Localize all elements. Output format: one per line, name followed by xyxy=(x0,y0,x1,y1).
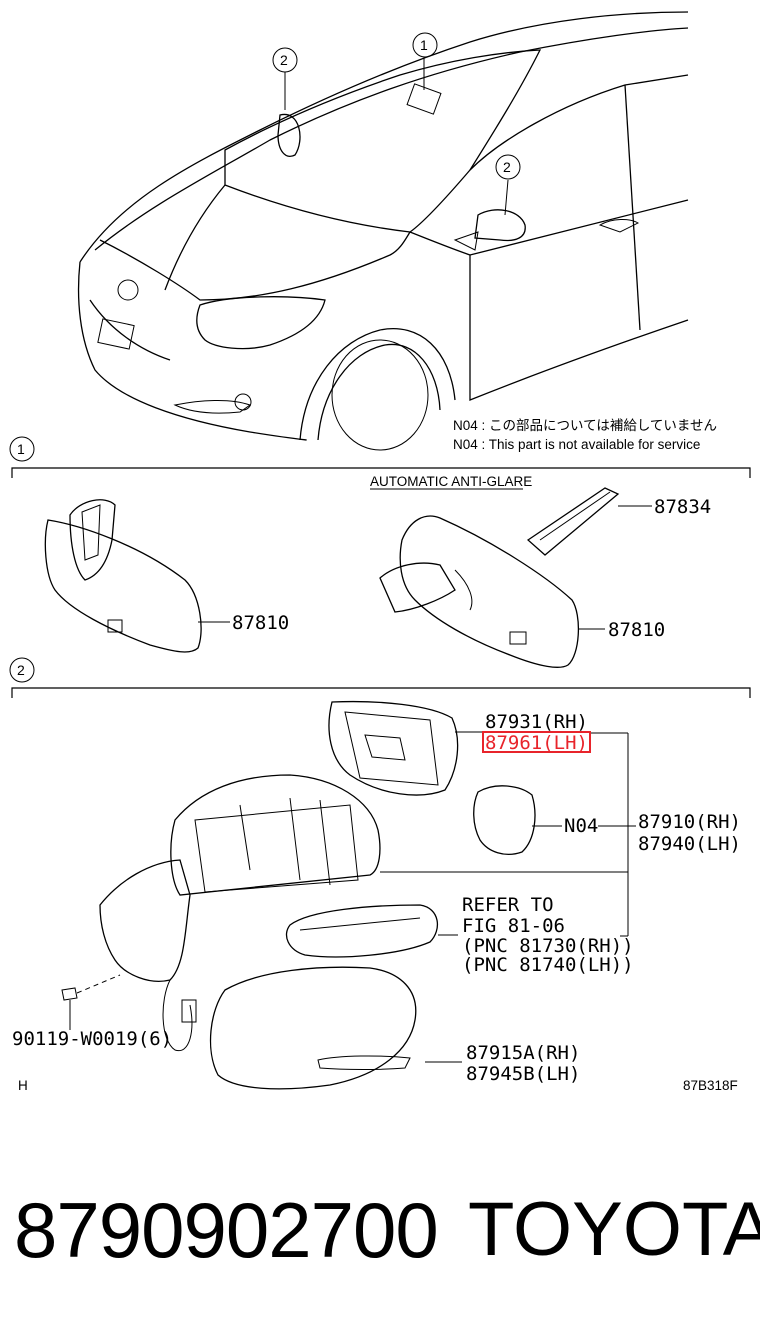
note-english: N04 : This part is not available for ser… xyxy=(453,437,700,452)
car-illustration: 1 2 2 xyxy=(77,11,689,451)
brand-name: TOYOTA xyxy=(468,1187,760,1272)
callout-1-top: 1 xyxy=(412,32,438,58)
svg-text:1: 1 xyxy=(17,441,25,457)
callout-2-door: 2 xyxy=(495,154,521,180)
parts-diagram: 1 2 2 N04 : この部品については補給していません N04 : This… xyxy=(9,11,751,1093)
section-2-header: 2 xyxy=(9,657,751,698)
diagram-code: 87B318F xyxy=(683,1078,738,1093)
mirror-cover xyxy=(209,966,462,1090)
turn-signal-lamp xyxy=(285,904,458,958)
part-87931-rh: 87931(RH) xyxy=(485,711,588,733)
callout-label: 1 xyxy=(420,37,428,53)
mirror-actuator xyxy=(473,785,562,855)
part-87945b-lh: 87945B(LH) xyxy=(466,1063,580,1085)
part-87940-lh: 87940(LH) xyxy=(638,833,741,855)
svg-text:2: 2 xyxy=(17,662,25,678)
callout-2-top: 2 xyxy=(272,47,298,73)
refer-line-2: FIG 81-06 xyxy=(462,915,565,937)
callout-label: 2 xyxy=(503,159,511,175)
callout-label: 2 xyxy=(280,52,288,68)
refer-line-1: REFER TO xyxy=(462,894,554,916)
note-japanese: N04 : この部品については補給していません xyxy=(453,418,717,433)
part-87910-rh: 87910(RH) xyxy=(638,811,741,833)
auto-anti-glare-label: AUTOMATIC ANTI-GLARE xyxy=(370,474,532,489)
inner-mirror-standard xyxy=(44,499,230,653)
part-number-title: 8790902700 xyxy=(14,1186,439,1274)
inner-mirror-anti-glare xyxy=(379,487,652,668)
refer-line-3: (PNC 81730(RH)) xyxy=(462,935,634,957)
mirror-glass xyxy=(328,700,459,796)
part-n04: N04 xyxy=(564,815,598,837)
part-90119-w0019: 90119-W0019(6) xyxy=(12,1028,172,1050)
section-1-header: 1 xyxy=(9,436,751,478)
mirror-housing xyxy=(61,774,381,1052)
footer: 8790902700 TOYOTA xyxy=(0,1180,760,1290)
corner-code-left: H xyxy=(18,1078,28,1093)
part-87810-standard: 87810 xyxy=(232,612,289,634)
part-87915a-rh: 87915A(RH) xyxy=(466,1042,580,1064)
part-87961-lh-highlighted: 87961(LH) xyxy=(485,732,588,754)
refer-line-4: (PNC 81740(LH)) xyxy=(462,954,634,976)
assembly-bracket xyxy=(380,731,636,937)
part-87810-anti-glare: 87810 xyxy=(608,619,665,641)
part-87834: 87834 xyxy=(654,496,711,518)
highlight-box xyxy=(482,731,591,753)
